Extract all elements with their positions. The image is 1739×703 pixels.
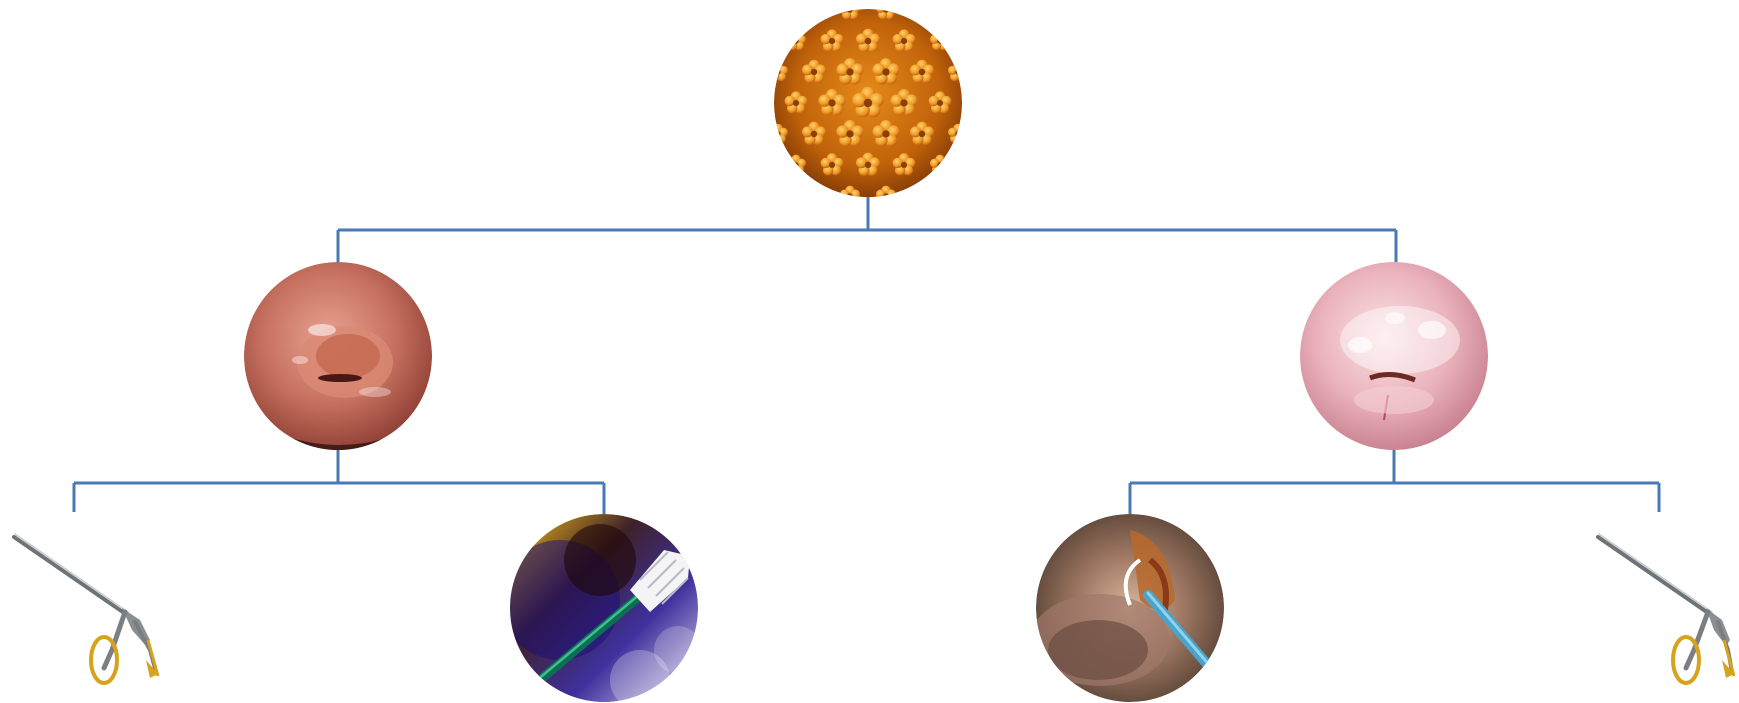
root-connector — [338, 197, 1396, 262]
virus-particle-icon — [768, 0, 968, 205]
cervix-normal-icon — [244, 262, 432, 460]
cervix-lesion-icon — [1300, 262, 1488, 450]
right-connector — [1130, 450, 1659, 514]
loop-excision-icon — [1030, 514, 1224, 702]
left-connector — [74, 450, 604, 514]
biopsy-forceps-icon-right — [1598, 534, 1734, 683]
cervical-brush-icon — [500, 514, 702, 703]
biopsy-forceps-icon — [14, 534, 158, 683]
capsomere — [840, 0, 860, 19]
capsomere — [876, 0, 896, 19]
capsomere — [786, 31, 806, 50]
capsomere — [930, 31, 950, 50]
